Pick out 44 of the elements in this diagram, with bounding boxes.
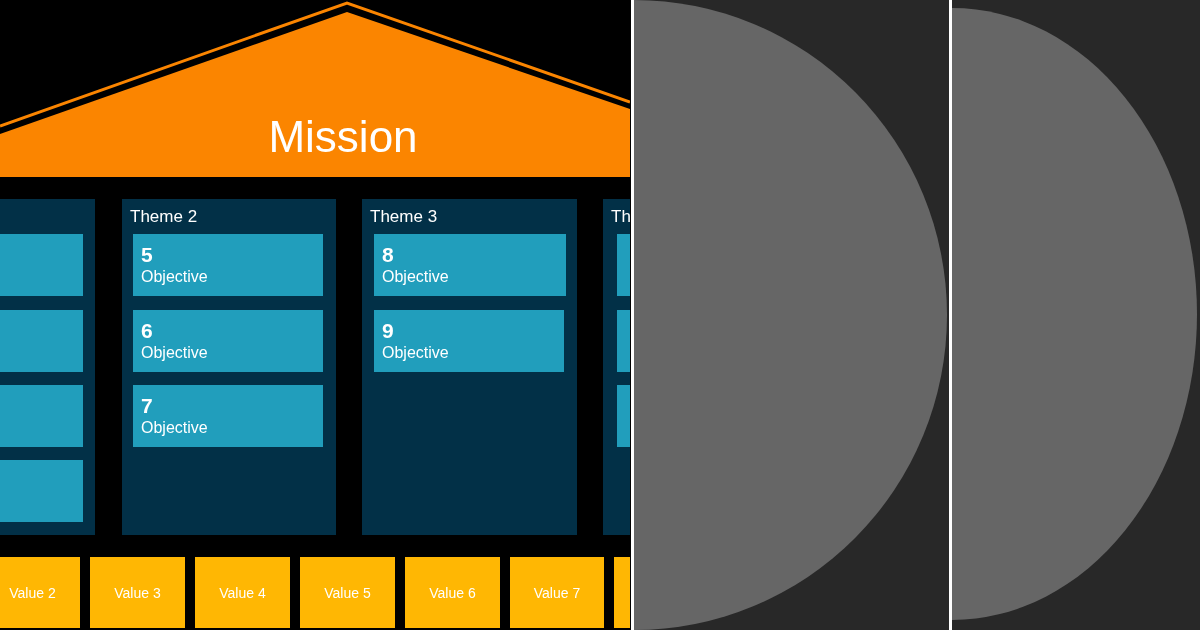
objective-card	[374, 234, 566, 296]
value-block	[510, 557, 604, 628]
objective-card	[374, 310, 564, 372]
value-block	[195, 557, 290, 628]
objective-label: Objective	[141, 420, 208, 436]
theme-heading: Theme 2	[130, 208, 198, 225]
objective-card	[0, 385, 83, 447]
objective-number: 9	[382, 320, 394, 341]
theme-heading: Theme 3	[370, 208, 438, 225]
objective-label: Objective	[382, 345, 449, 361]
objective-card	[617, 234, 630, 296]
value-label: Value 7	[533, 585, 581, 600]
theme-column	[362, 199, 577, 535]
objective-number: 5	[141, 244, 153, 265]
theme-column	[122, 199, 336, 535]
objective-card	[133, 385, 323, 447]
theme-heading: Th	[611, 208, 630, 225]
value-label: Value 2	[9, 585, 56, 600]
value-block	[614, 557, 630, 628]
objective-number: 6	[141, 320, 153, 341]
objective-number: 7	[141, 395, 153, 416]
objective-label: Objective	[382, 269, 449, 285]
objective-card	[133, 234, 323, 296]
objective-card	[0, 310, 83, 372]
objective-card	[0, 234, 83, 296]
value-block	[405, 557, 500, 628]
value-block	[90, 557, 185, 628]
mission-heading: Mission	[268, 115, 418, 159]
objective-card	[0, 460, 83, 522]
value-label: Value 4	[219, 585, 266, 600]
value-label: Value 6	[429, 585, 476, 600]
roof-banner	[0, 0, 630, 177]
theme-column	[603, 199, 630, 535]
objective-card	[617, 385, 630, 447]
objective-number: 8	[382, 244, 394, 265]
objective-card	[133, 310, 323, 372]
value-block	[300, 557, 395, 628]
value-label: Value 5	[324, 585, 371, 600]
theme-column	[0, 199, 95, 535]
objective-label: Objective	[141, 345, 208, 361]
objective-card	[617, 310, 630, 372]
value-label: Value 3	[114, 585, 161, 600]
objective-label: Objective	[141, 269, 208, 285]
value-block	[0, 557, 80, 628]
